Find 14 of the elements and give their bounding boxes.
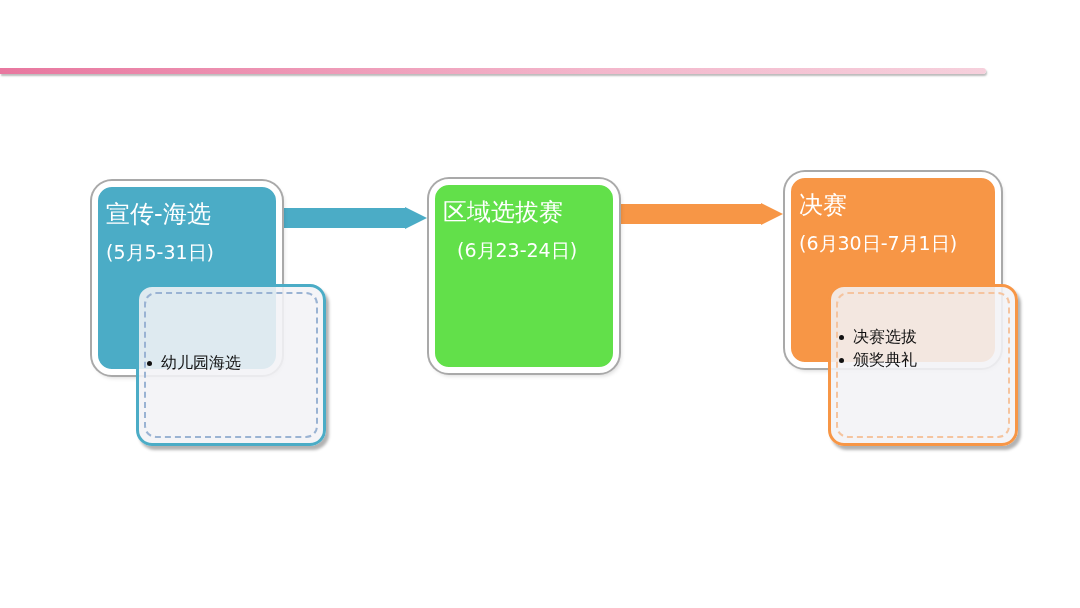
stage-title: 区域选拔赛	[443, 197, 563, 228]
bullet-item: 颁奖典礼	[837, 348, 1009, 371]
bullet-item: 决赛选拔	[837, 325, 1009, 348]
arrow	[621, 203, 783, 225]
date-range: (5月5-31日)	[106, 240, 215, 265]
stage-title: 决赛	[799, 190, 847, 221]
note-card	[136, 284, 326, 446]
stage-box	[429, 179, 619, 373]
note-card	[828, 284, 1018, 446]
stage-title: 宣传-海选	[106, 199, 211, 230]
date-range: (6月23-24日)	[457, 238, 578, 263]
arrow	[284, 207, 427, 229]
date-range: (6月30日-7月1日)	[799, 231, 958, 256]
bullet-item: 幼儿园海选	[145, 351, 317, 374]
